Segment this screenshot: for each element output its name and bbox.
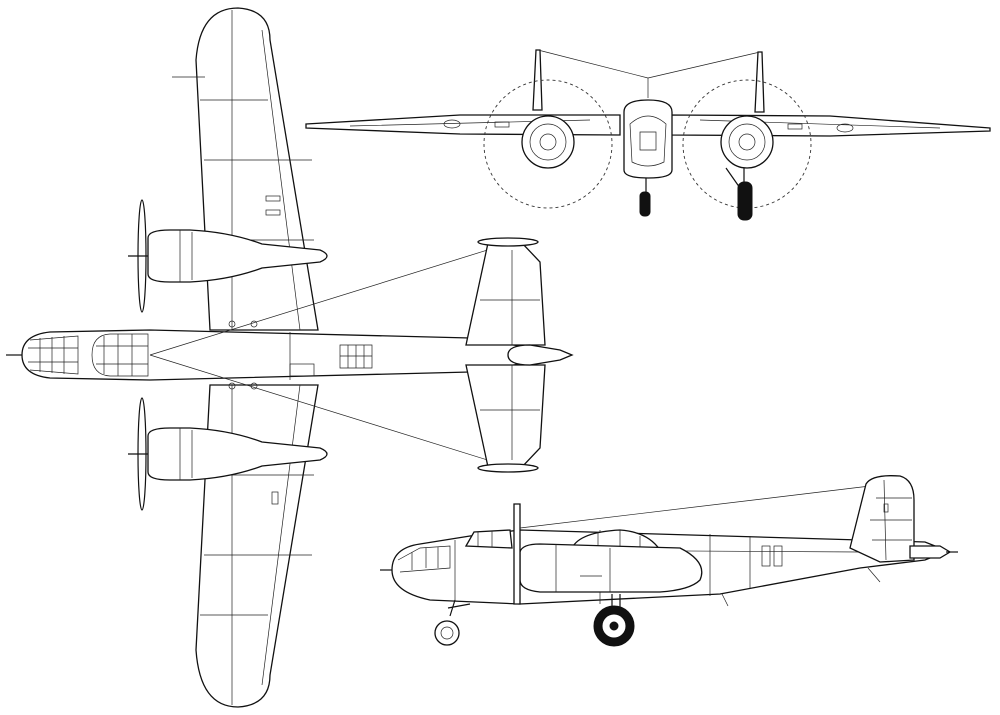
front-view [305, 49, 991, 221]
front-right-main-wheel [737, 181, 753, 221]
side-nose-wheel [434, 620, 460, 646]
side-vertical-tail [849, 475, 915, 563]
plan-horizontal-tail [465, 242, 546, 346]
plan-upper-nacelle [147, 229, 328, 283]
front-wing [305, 114, 621, 136]
front-right-fin [754, 51, 765, 113]
side-view [380, 475, 958, 647]
plan-view [6, 7, 574, 708]
front-right-prop-disc [682, 79, 812, 209]
plan-lower-nacelle [147, 427, 328, 481]
side-propeller [513, 503, 521, 605]
front-left-fin [532, 49, 543, 111]
plan-upper-wing [195, 7, 319, 331]
front-left-prop-disc [483, 79, 613, 209]
side-engine-nacelle [519, 543, 703, 593]
front-nose-wheel [639, 191, 651, 217]
